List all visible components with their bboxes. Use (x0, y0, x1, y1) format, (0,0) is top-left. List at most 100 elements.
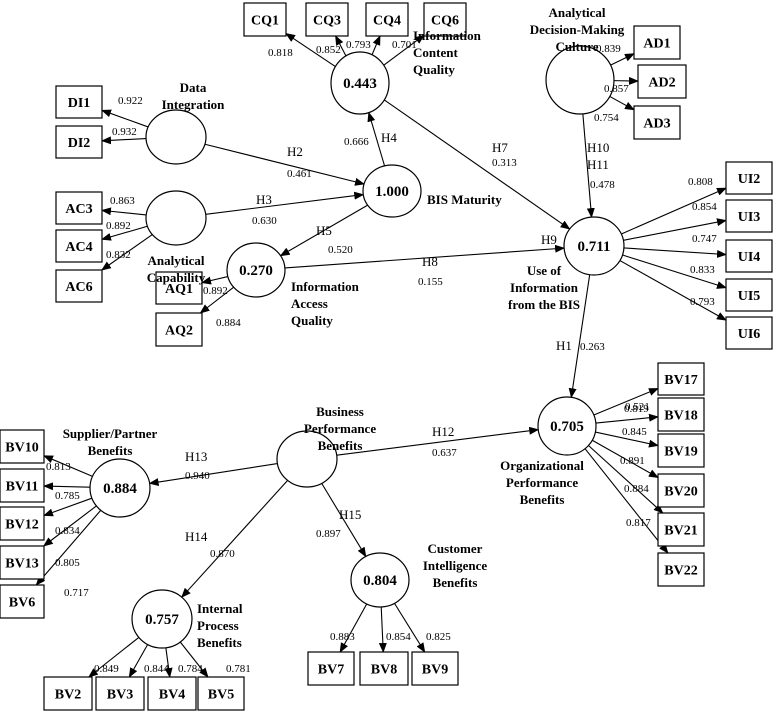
indicator-aq1: AQ1 (155, 271, 203, 305)
construct-ac (145, 190, 207, 246)
construct-name-adc: Analytical (548, 5, 605, 20)
path-arrow-h2 (204, 143, 366, 186)
path-arrow-h3 (205, 191, 365, 215)
path-arrow-h14 (181, 480, 289, 598)
loading-value-bv20: 0.891 (620, 455, 645, 467)
construct-aq: 0.270 (226, 242, 286, 298)
loading-value-aq1: 0.892 (203, 285, 228, 297)
loading-arrow-ui3 (623, 218, 727, 241)
loading-value-bv22: 0.817 (626, 517, 651, 529)
loading-arrow-bv2 (88, 636, 140, 678)
indicator-box (0, 429, 45, 464)
path-coefficient-h2: 0.461 (287, 168, 312, 180)
loading-arrow-bv22 (584, 448, 669, 554)
indicator-box (637, 64, 687, 99)
loading-arrow-bv7 (339, 603, 368, 653)
construct-ellipse (145, 190, 207, 246)
path-coefficient-h5: 0.520 (328, 244, 353, 256)
indicator-label: BV7 (318, 663, 344, 678)
construct-cib: 0.804 (350, 552, 410, 608)
construct-ellipse (226, 242, 286, 298)
loading-value-bv6: 0.717 (64, 587, 89, 599)
loading-arrow-ac3 (101, 207, 147, 216)
loading-value-ui4: 0.747 (692, 233, 717, 245)
indicator-bv20: BV20 (657, 473, 705, 508)
indicator-box (147, 676, 197, 711)
indicator-box (197, 676, 245, 711)
loading-arrow-bv12 (43, 497, 93, 517)
hypothesis-label-h5: H5 (316, 223, 332, 238)
loading-value-ac6: 0.832 (106, 249, 131, 261)
indicator-label: AC4 (65, 240, 92, 255)
indicator-box (633, 25, 681, 60)
loading-arrow-cq1 (285, 32, 336, 68)
construct-name-ipb: Process (197, 618, 239, 633)
indicator-label: BV8 (371, 663, 397, 678)
indicator-cq1: CQ1 (243, 2, 287, 37)
indicator-label: AC6 (65, 280, 92, 295)
indicator-ac3: AC3 (55, 191, 103, 225)
construct-name-cq: Information (413, 28, 482, 43)
loading-value-ui2: 0.808 (688, 176, 713, 188)
indicator-box (43, 676, 93, 711)
indicator-label: BV2 (55, 688, 81, 703)
indicator-ac6: AC6 (55, 269, 103, 303)
loading-value-di2: 0.932 (112, 126, 137, 138)
indicator-ui2: UI2 (725, 161, 773, 195)
construct-ellipse (276, 430, 338, 488)
indicator-box (359, 651, 409, 686)
loading-value-bv3: 0.844 (144, 663, 169, 675)
indicator-label: DI2 (68, 136, 91, 151)
construct-name-ui: from the BIS (508, 297, 580, 312)
indicator-label: BV13 (5, 557, 38, 572)
loading-value-bv2: 0.849 (94, 663, 119, 675)
construct-ellipse (563, 216, 625, 276)
indicator-label: DI1 (68, 96, 91, 111)
hypothesis-label-h8: H8 (422, 254, 438, 269)
construct-cq: 0.443 (330, 51, 390, 115)
indicator-bv7: BV7 (307, 651, 355, 686)
path-arrow-h1 (568, 274, 591, 399)
indicator-label: BV5 (208, 688, 234, 703)
indicator-box (657, 362, 705, 396)
indicator-bv11: BV11 (0, 468, 45, 503)
hypothesis-label-h13: H13 (185, 449, 207, 464)
indicator-label: AD3 (643, 117, 670, 132)
indicator-box (55, 125, 103, 159)
r-squared-value: 0.884 (103, 481, 137, 497)
indicator-label: UI2 (738, 172, 761, 187)
construct-name-bpb: Performance (304, 421, 376, 436)
indicator-label: AQ2 (165, 324, 193, 339)
loading-arrow-cq3 (335, 35, 347, 57)
loading-value-ad2: 0.857 (604, 83, 629, 95)
indicator-box (243, 2, 287, 37)
loading-value-bv5: 0.781 (226, 663, 251, 675)
indicator-bv21: BV21 (657, 512, 705, 547)
indicator-bv13: BV13 (0, 545, 45, 580)
indicator-label: BV21 (664, 524, 697, 539)
loading-value-bv11: 0.785 (55, 490, 80, 502)
r-squared-value: 0.705 (550, 419, 584, 435)
path-arrow-h15 (321, 483, 367, 558)
loading-value-bv13: 0.805 (55, 557, 80, 569)
loading-value-bv4: 0.784 (178, 663, 203, 675)
indicator-box (725, 161, 773, 195)
construct-name-bpb: Benefits (318, 438, 363, 453)
loading-arrow-bv5 (179, 641, 209, 678)
indicator-box (657, 512, 705, 547)
indicator-ad2: AD2 (637, 64, 687, 99)
construct-name-opb: Organizational (500, 458, 584, 473)
indicator-cq6: CQ6 (423, 2, 467, 37)
indicator-box (0, 468, 45, 503)
construct-ellipse (350, 552, 410, 608)
indicator-box (55, 191, 103, 225)
path-arrow-h13 (148, 463, 278, 486)
construct-name-opb: Performance (506, 475, 578, 490)
indicator-box (725, 199, 773, 233)
loading-value-ad1: 0.839 (596, 43, 621, 55)
indicator-label: UI5 (738, 289, 761, 304)
indicator-label: UI6 (738, 327, 761, 342)
loading-value-bv10: 0.813 (46, 461, 71, 473)
path-coefficient-h4: 0.666 (344, 136, 369, 148)
